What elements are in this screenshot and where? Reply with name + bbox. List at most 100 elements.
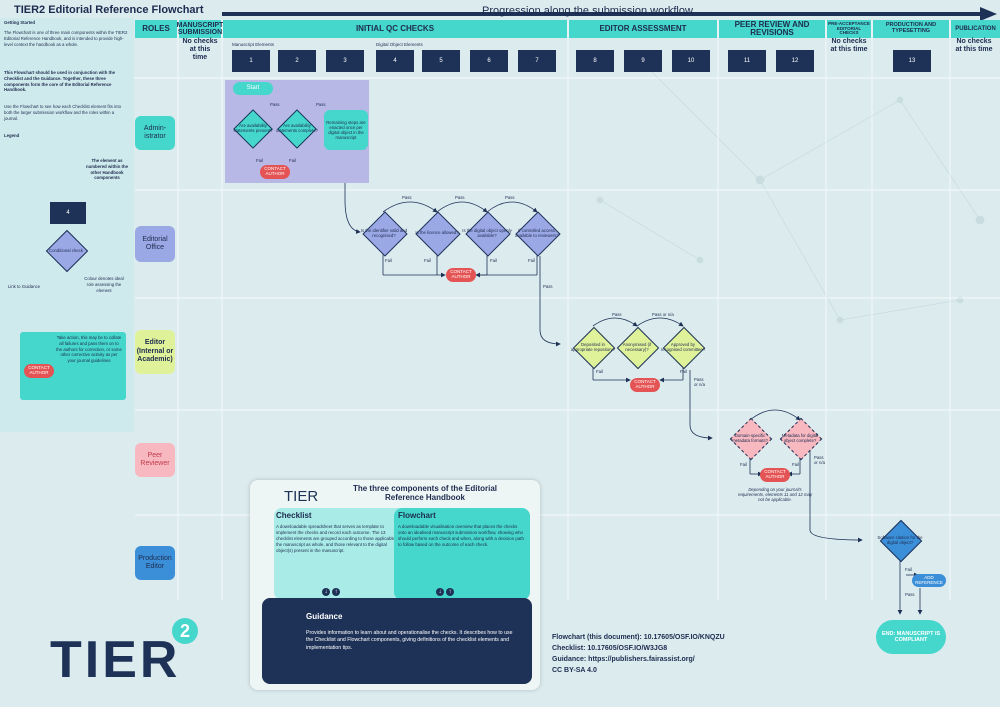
check-3-box[interactable] [324, 110, 368, 150]
pass-label: Pass [402, 195, 412, 200]
element-5[interactable]: 5 [422, 50, 460, 72]
header-editor-assessment: EDITOR ASSESSMENT [569, 20, 717, 38]
pass-label: Pass [505, 195, 515, 200]
check-8-text: Deposited in appropriate repository? [570, 341, 616, 352]
element-4[interactable]: 4 [376, 50, 414, 72]
contact-author-admin: CONTACT AUTHOR [260, 165, 290, 179]
page-title: TIER2 Editorial Reference Flowchart [14, 4, 204, 16]
check-6-text: Is the digital object openly available? [462, 227, 512, 238]
role-production-editor: Production Editor [135, 546, 175, 580]
no-checks-publication: No checks at this time [955, 38, 993, 54]
no-checks-pre-acceptance: No checks at this time [830, 38, 868, 54]
role-editor: Editor (Internal or Academic) [135, 330, 175, 374]
guidance-title: Guidance [306, 612, 343, 621]
pass-label: Pass [543, 284, 553, 289]
note-elements-11-12: Depending on your journal's requirements… [737, 487, 813, 502]
legend-title: Legend [4, 133, 20, 138]
legend-link-guidance: Link to Guidance [7, 284, 41, 289]
intro-text-1: The Flowchart is one of three main compo… [4, 30, 128, 47]
checklist-title: Checklist [276, 511, 312, 520]
license: CC BY-SA 4.0 [552, 667, 597, 674]
header-roles: ROLES [135, 20, 177, 38]
no-checks-submission: No checks at this time [182, 38, 218, 62]
check-2-text: Are availability statements complete? [275, 122, 319, 133]
check-4-text: Is the identifier valid and recognised? [360, 227, 408, 238]
fail-label: Fail [528, 258, 535, 263]
add-reference: ADD REFERENCE [912, 574, 946, 587]
element-11[interactable]: 11 [728, 50, 766, 72]
element-2[interactable]: 2 [278, 50, 316, 72]
fail-label: Fail [385, 258, 392, 263]
contact-author-office: CONTACT AUTHOR [446, 268, 476, 282]
flowchart-panel: Flowchart A downloadable visualisation o… [394, 508, 530, 600]
element-6[interactable]: 6 [470, 50, 508, 72]
components-card: The three components of the Editorial Re… [250, 480, 540, 690]
header-publication: PUBLICATION [951, 20, 1000, 38]
progression-label: Progression along the submission workflo… [482, 5, 693, 17]
down-arrow-icon: ↓ [322, 588, 330, 596]
header-production: PRODUCTION AND TYPESETTING [873, 20, 949, 38]
flowchart-body: A downloadable visualisation overview th… [398, 524, 524, 547]
checklist-panel: Checklist A downloadable spreadsheet tha… [274, 508, 406, 600]
guidance-url[interactable]: Guidance: https://publishers.fairassist.… [552, 656, 695, 663]
legend-contact-author: CONTACT AUTHOR [24, 364, 54, 378]
element-13[interactable]: 13 [893, 50, 931, 72]
check-3-text: Remaining steps are enacted once per dig… [326, 119, 366, 141]
end-node: END: MANUSCRIPT IS COMPLIANT [876, 620, 946, 654]
up-arrow-icon: ↑ [446, 588, 454, 596]
pass-or-na-label: Pass or n/a [652, 312, 674, 317]
getting-started-title: Getting Started [4, 20, 36, 25]
pass-label: Pass [270, 102, 280, 107]
element-7[interactable]: 7 [518, 50, 556, 72]
check-5-text: Is the licence allowed? [415, 230, 459, 236]
check-13-text: Software citation for the digital object… [877, 534, 923, 545]
check-12-text: Metadata for digital object complete? [781, 432, 819, 443]
fail-label: Fail [256, 158, 263, 163]
checklist-doi[interactable]: Checklist: 10.17605/OSF.IO/W3JG8 [552, 645, 668, 652]
manuscript-elements-label: Manuscript Elements [232, 42, 275, 47]
checklist-body: A downloadable spreadsheet that serves a… [276, 524, 400, 553]
element-12[interactable]: 12 [776, 50, 814, 72]
check-9-text: Anonymised (if necessary)? [622, 341, 652, 352]
legend-colour-note: Colour denotes ideal role assessing the … [84, 276, 124, 293]
tier2-logo-superscript: 2 [172, 618, 198, 644]
fail-label: Fail [740, 462, 747, 467]
digital-object-elements-label: Digital Object Elements [376, 42, 423, 47]
check-7-text: If controlled access: available to revie… [515, 227, 559, 238]
element-10[interactable]: 10 [672, 50, 710, 72]
card-heading: The three components of the Editorial Re… [352, 484, 497, 502]
intro-text-3: Use the Flowchart to see how each Checkl… [4, 104, 122, 121]
header-initial-qc: INITIAL QC CHECKS [223, 20, 567, 38]
fail-label: Fail [680, 369, 687, 374]
contact-author-peer: CONTACT AUTHOR [760, 468, 790, 482]
check-1-text: Are availability statements present? [233, 122, 273, 133]
flowchart-title: Flowchart [398, 511, 436, 520]
guidance-body: Provides information to learn about and … [306, 630, 513, 651]
start-node: Start [233, 82, 273, 95]
card-logo: TIER [284, 488, 319, 505]
header-peer-review: PEER REVIEW AND REVISIONS [719, 20, 825, 38]
element-8[interactable]: 8 [576, 50, 614, 72]
tier2-logo: TIER [50, 631, 181, 689]
flowchart-doi[interactable]: Flowchart (this document): 10.17605/OSF.… [552, 634, 725, 641]
legend-conditional-text: Conditional check [49, 248, 83, 254]
element-9[interactable]: 9 [624, 50, 662, 72]
intro-text-2: This Flowchart should be used in conjunc… [4, 70, 116, 93]
up-arrow-icon: ↑ [332, 588, 340, 596]
element-3[interactable]: 3 [326, 50, 364, 72]
role-administrator: Admin-istrator [135, 116, 175, 150]
flowchart-arrows: ↓ ↑ [436, 588, 456, 600]
contact-author-editor: CONTACT AUTHOR [630, 378, 660, 392]
pass-label: Pass [612, 312, 622, 317]
fail-label: Fail [490, 258, 497, 263]
check-10-text: Approved by recognised committee? [660, 341, 706, 352]
element-1[interactable]: 1 [232, 50, 270, 72]
fail-label: Fail [905, 567, 912, 572]
pass-or-na-label: Pass or n/a [694, 377, 705, 387]
fail-label: Fail [424, 258, 431, 263]
fail-label: Fail [792, 462, 799, 467]
legend-element-note: The element as numbered within the other… [85, 158, 128, 181]
check-11-text: Domain-specific metadata formats? [732, 432, 768, 443]
guidance-panel: Guidance Provides information to learn a… [262, 598, 532, 684]
